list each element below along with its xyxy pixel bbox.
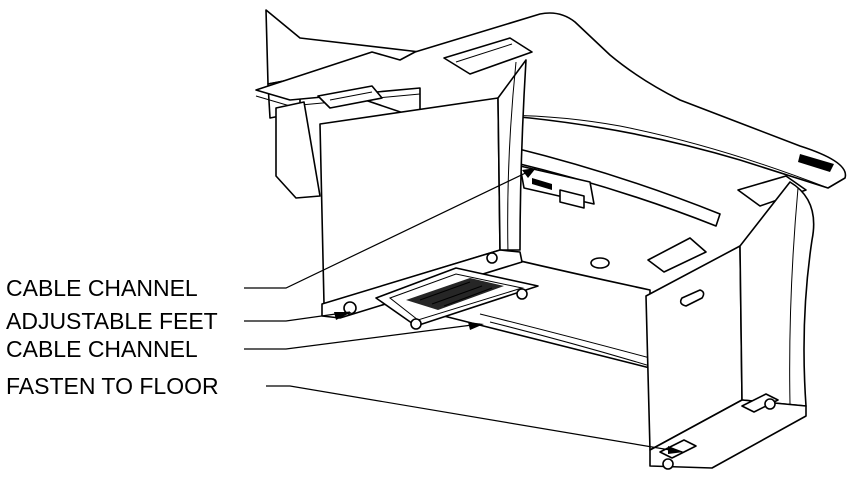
- callout-adjustable-feet: ADJUSTABLE FEET: [6, 308, 218, 334]
- leader-fasten-to-floor: [266, 385, 683, 453]
- left-pedestal-edge: [507, 61, 517, 255]
- electrical-box: [519, 165, 595, 209]
- mounting-bracket-1: [317, 85, 383, 109]
- callout-cable-channel-upper: CABLE CHANNEL: [6, 275, 198, 301]
- adjustable-foot-4: [486, 252, 498, 264]
- left-pedestal-front: [497, 59, 527, 251]
- modesty-panel-ridge-2: [489, 321, 651, 367]
- slot-cutout: [679, 289, 705, 307]
- callout-cable-channel-lower: CABLE CHANNEL: [6, 336, 198, 362]
- leader-adjustable-feet: [244, 311, 351, 322]
- right-pedestal-base: [649, 399, 807, 469]
- vent-grille: [798, 154, 834, 172]
- callout-fasten-to-floor: FASTEN TO FLOOR: [6, 373, 219, 399]
- adjustable-foot-3: [516, 288, 528, 300]
- arrow-adjustable-feet: [334, 312, 352, 320]
- arrow-fasten-to-floor: [668, 446, 684, 454]
- leader-cable-channel-lower: [244, 323, 481, 350]
- right-pedestal-front: [739, 181, 815, 407]
- mounting-bracket-4: [647, 237, 707, 273]
- arrow-cable-channel-upper: [522, 168, 536, 178]
- adjustable-foot-1: [343, 301, 357, 315]
- right-pedestal-edge: [789, 187, 799, 405]
- left-support-bracket: [275, 101, 321, 199]
- left-cable-channel-tray: [375, 267, 539, 327]
- arrow-cable-channel-lower: [468, 322, 484, 330]
- modesty-panel-ridge: [479, 313, 651, 359]
- leader-cable-channel-upper: [244, 167, 537, 289]
- adjustable-foot-2: [410, 318, 422, 330]
- grommet: [590, 257, 610, 269]
- mounting-bracket-2: [443, 37, 533, 75]
